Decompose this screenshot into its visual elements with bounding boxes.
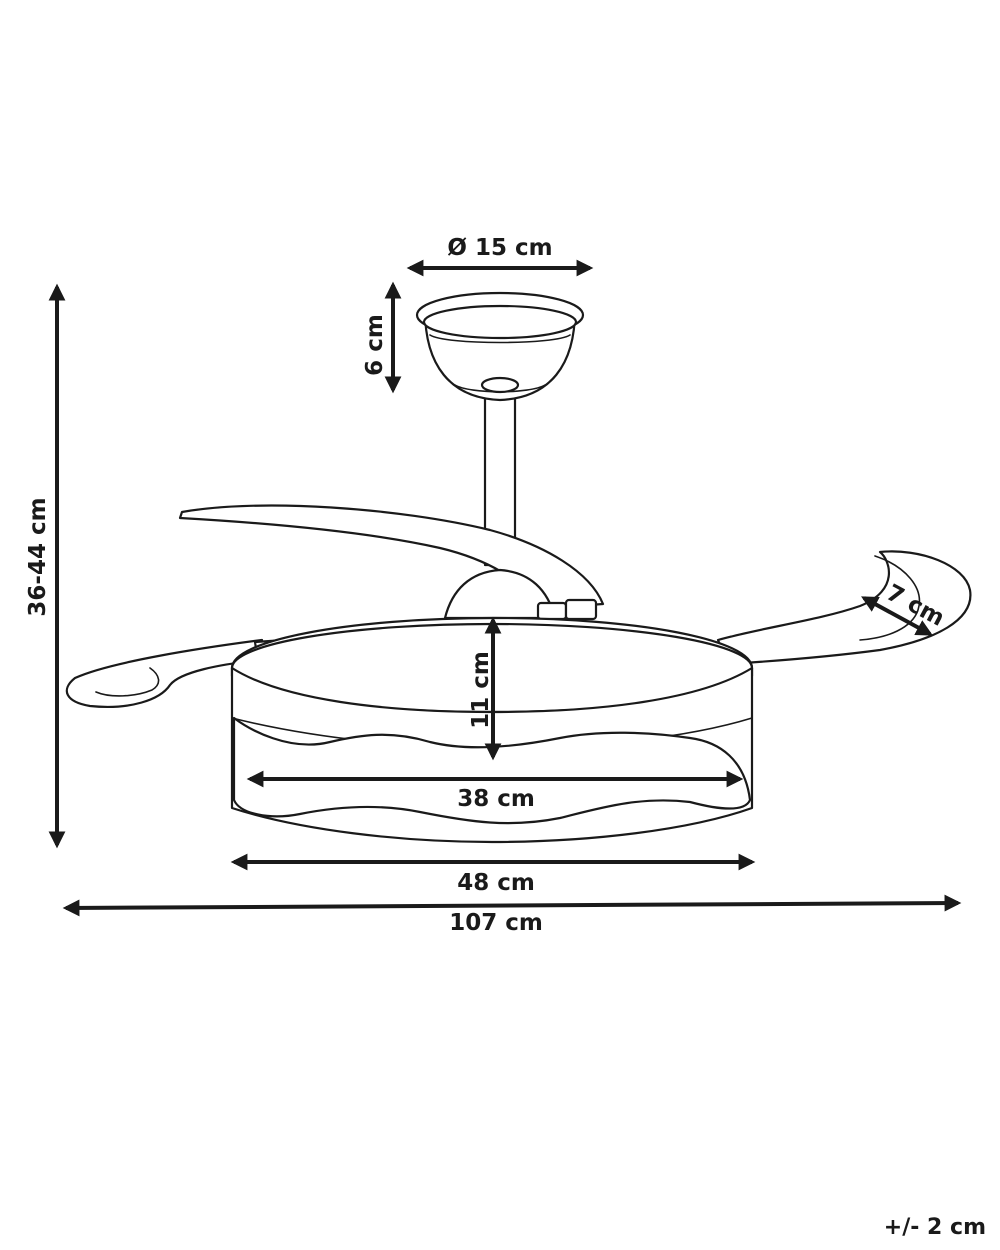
fan-illustration: [65, 291, 972, 844]
right-blade: [716, 550, 972, 666]
motor-hub: [443, 568, 557, 620]
total-height-label: 36-44 cm: [25, 497, 51, 616]
blade-bolt: [536, 601, 568, 621]
left-blade: [65, 638, 264, 708]
dim-line-blade-span: [62, 894, 962, 917]
light-cover: [232, 716, 752, 825]
dimension-lines: [48, 259, 962, 917]
top-blade: [178, 504, 605, 610]
dim-line-blade-width: [861, 596, 933, 636]
canopy-height-label: 6 cm: [362, 314, 388, 376]
canopy: [415, 291, 585, 402]
tolerance-note: +/- 2 cm: [883, 1215, 986, 1240]
canopy-diameter-label: Ø 15 cm: [447, 235, 552, 261]
dimension-labels: Ø 15 cm 6 cm 36-44 cm 11 cm 38 cm 48 cm …: [25, 235, 949, 936]
blade-bolt: [564, 598, 598, 621]
inner-diameter-label: 38 cm: [457, 786, 535, 812]
body-diameter-label: 48 cm: [457, 870, 535, 896]
blade-span-label: 107 cm: [449, 910, 543, 936]
body-height-label: 11 cm: [468, 651, 494, 729]
